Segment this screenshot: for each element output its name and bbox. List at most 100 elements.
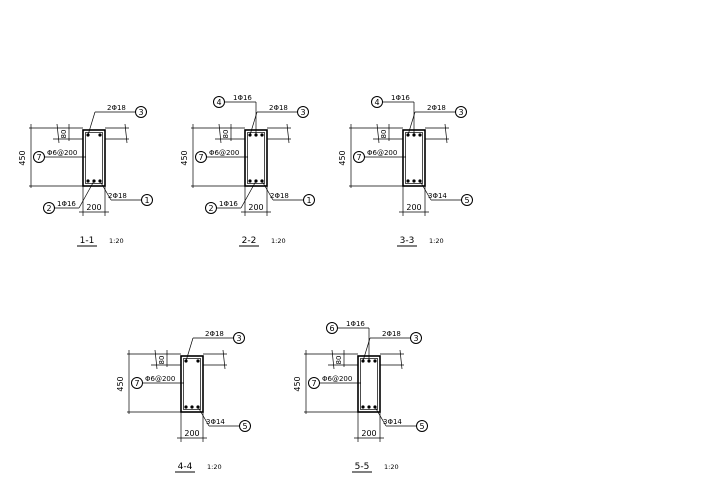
slab-dimension: 80	[222, 130, 230, 139]
bottom-rebar	[406, 179, 410, 183]
extra-bar-mark-circle	[43, 202, 55, 214]
stirrup-label: Φ6@200	[367, 149, 397, 157]
beam-outline	[180, 355, 204, 413]
top-rebar	[98, 133, 102, 137]
stirrup-mark-circle	[131, 377, 143, 389]
bottom-bar-mark: 5	[419, 422, 424, 431]
section-title: 2-2	[242, 236, 257, 246]
bottom-bar-mark-circle	[416, 420, 428, 432]
bottom-bar-leader	[374, 406, 387, 427]
top-bar-mark-circle	[297, 106, 309, 118]
stirrup-mark-circle	[308, 377, 320, 389]
top-extra-mark: 4	[216, 98, 221, 107]
bottom-bar-mark: 1	[306, 196, 311, 205]
bottom-rebar	[412, 179, 416, 183]
break-right	[444, 123, 448, 144]
slab-dimension: 80	[380, 130, 388, 139]
bottom-bar-mark-circle	[239, 420, 251, 432]
top-bar-mark: 3	[413, 334, 418, 343]
extra-bar-label: 1Φ16	[57, 200, 76, 208]
top-extra-label: 1Φ16	[233, 94, 252, 102]
beam-outline	[402, 129, 426, 187]
extra-bar-mark-circle	[205, 202, 217, 214]
stirrup-mark-circle	[195, 151, 207, 163]
top-rebar	[373, 359, 377, 363]
top-extra-mark: 4	[374, 98, 379, 107]
width-dimension: 200	[361, 429, 376, 438]
top-bar-label: 2Φ18	[269, 104, 288, 112]
top-bar-leader	[87, 111, 96, 136]
bottom-bar-label: 2Φ18	[108, 192, 127, 200]
bottom-bar-mark-circle	[303, 194, 315, 206]
width-dimension: 200	[406, 203, 421, 212]
stirrup-mark: 7	[198, 153, 203, 162]
break-left	[56, 123, 60, 144]
stirrup-outline	[85, 132, 103, 184]
stirrup-mark: 7	[311, 379, 316, 388]
section-title: 3-3	[400, 236, 415, 246]
bottom-bar-label: 3Φ14	[206, 418, 225, 426]
section-scale: 1:20	[109, 237, 124, 245]
bottom-rebar	[86, 179, 90, 183]
bottom-bar-mark-circle	[141, 194, 153, 206]
stirrup-mark: 7	[134, 379, 139, 388]
extra-bar-mark: 2	[46, 204, 51, 213]
top-extra-mark-circle	[326, 322, 338, 334]
break-left	[154, 349, 158, 370]
stirrup-label: Φ6@200	[322, 375, 352, 383]
stirrup-label: Φ6@200	[47, 149, 77, 157]
top-bar-mark-circle	[455, 106, 467, 118]
section-scale: 1:20	[271, 237, 286, 245]
break-right	[286, 123, 290, 144]
top-bar-mark: 3	[138, 108, 143, 117]
bottom-bar-label: 3Φ14	[428, 192, 447, 200]
width-dimension: 200	[248, 203, 263, 212]
top-extra-label: 1Φ16	[391, 94, 410, 102]
extra-bar-label: 1Φ16	[219, 200, 238, 208]
break-left	[376, 123, 380, 144]
stirrup-outline	[183, 358, 201, 410]
stirrup-mark-circle	[33, 151, 45, 163]
stirrup-mark: 7	[36, 153, 41, 162]
bottom-rebar	[361, 405, 365, 409]
section-3-3: 450 80 200 7 Φ6@200 2Φ18 3 1Φ16 4 3Φ14 5 3-3 1:20	[338, 94, 473, 247]
top-bar-label: 2Φ18	[205, 330, 224, 338]
stirrup-mark: 7	[356, 153, 361, 162]
bottom-bar-leader	[99, 180, 112, 201]
slab-dimension: 80	[335, 356, 343, 365]
top-bar-mark: 3	[300, 108, 305, 117]
extra-bar-mark: 2	[208, 204, 213, 213]
height-dimension: 450	[18, 150, 27, 165]
break-right	[222, 349, 226, 370]
stirrup-outline	[405, 132, 423, 184]
top-bar-mark: 3	[458, 108, 463, 117]
height-dimension: 450	[338, 150, 347, 165]
width-dimension: 200	[184, 429, 199, 438]
top-bar-label: 2Φ18	[107, 104, 126, 112]
extra-bar-leader	[78, 180, 95, 209]
bottom-bar-label: 3Φ14	[383, 418, 402, 426]
section-scale: 1:20	[429, 237, 444, 245]
bottom-rebar	[367, 405, 371, 409]
bottom-rebar	[248, 179, 252, 183]
top-rebar	[196, 359, 200, 363]
bottom-bar-mark: 5	[464, 196, 469, 205]
height-dimension: 450	[116, 376, 125, 391]
section-title: 1-1	[80, 236, 95, 246]
bottom-bar-mark: 1	[144, 196, 149, 205]
bottom-bar-leader	[419, 180, 432, 201]
top-bar-label: 2Φ18	[382, 330, 401, 338]
top-rebar	[260, 133, 264, 137]
stirrup-mark-circle	[353, 151, 365, 163]
top-bar-leader	[185, 337, 194, 362]
stirrup-outline	[360, 358, 378, 410]
bottom-rebar	[190, 405, 194, 409]
bottom-bar-leader	[197, 406, 210, 427]
width-dimension: 200	[86, 203, 101, 212]
bottom-bar-leader	[261, 180, 274, 201]
top-bar-label: 2Φ18	[427, 104, 446, 112]
section-scale: 1:20	[384, 463, 399, 471]
